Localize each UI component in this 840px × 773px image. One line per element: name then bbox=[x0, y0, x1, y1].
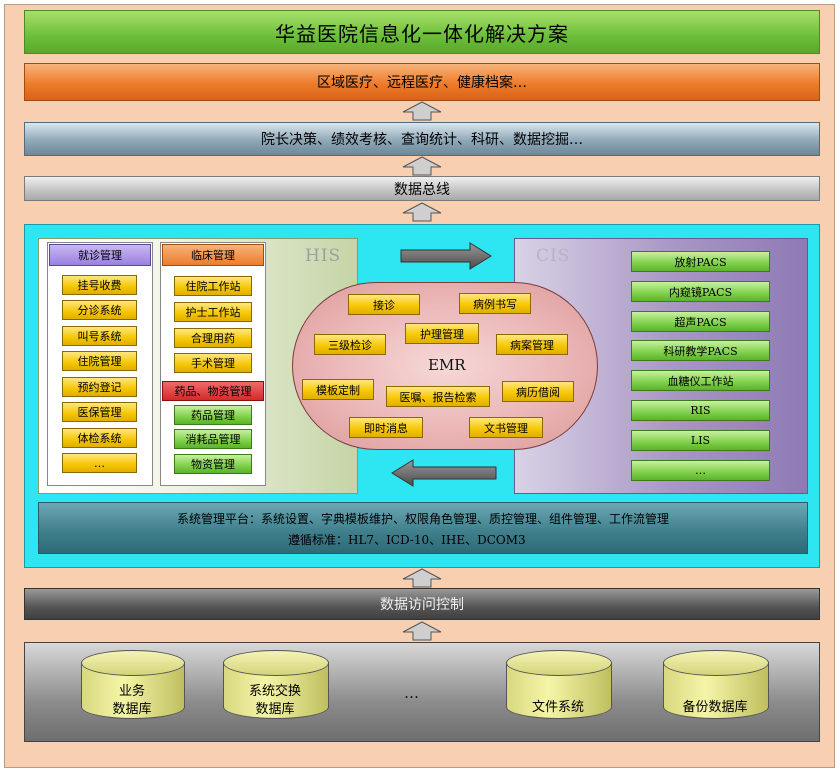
regional-layer: 区域医疗、远程医疗、健康档案… bbox=[24, 63, 820, 101]
system-management-platform bbox=[38, 502, 808, 554]
module-box: 护士工作站 bbox=[174, 302, 252, 322]
database-label: 数据库 bbox=[255, 702, 295, 717]
module-box: 血糖仪工作站 bbox=[631, 370, 770, 391]
module-box: LIS bbox=[631, 430, 770, 451]
module-box: 病例书写 bbox=[459, 293, 531, 314]
database-label: 备份数据库 bbox=[682, 700, 748, 715]
module-box: 护理管理 bbox=[405, 323, 479, 344]
module-box: 物资管理 bbox=[174, 454, 252, 474]
emr-label: EMR bbox=[428, 356, 466, 374]
arrow-left-icon bbox=[391, 459, 497, 487]
module-box: 分诊系统 bbox=[62, 300, 137, 320]
module-box: 三级检诊 bbox=[314, 334, 386, 355]
module-box: 病案管理 bbox=[496, 334, 568, 355]
module-box: 病历借阅 bbox=[502, 381, 574, 402]
data-bus: 数据总线 bbox=[24, 176, 820, 201]
module-box: 放射PACS bbox=[631, 251, 770, 272]
database-cylinder-backup: 备份数据库 bbox=[663, 650, 769, 722]
cis-label: CIS bbox=[536, 246, 571, 266]
module-box: 医保管理 bbox=[62, 402, 137, 422]
module-box: 模板定制 bbox=[302, 379, 374, 400]
arrow-up-icon bbox=[402, 568, 442, 588]
emr-ellipse bbox=[292, 282, 598, 450]
arrow-up-icon bbox=[402, 101, 442, 121]
module-box: 即时消息 bbox=[349, 417, 423, 438]
arrow-up-icon bbox=[402, 202, 442, 222]
clinical-management-header: 临床管理 bbox=[162, 244, 264, 266]
his-label: HIS bbox=[305, 246, 342, 266]
module-box: 住院管理 bbox=[62, 351, 137, 371]
database-label: 数据库 bbox=[112, 702, 152, 717]
decision-layer: 院长决策、绩效考核、查询统计、科研、数据挖掘… bbox=[24, 122, 820, 156]
visit-management-header: 就诊管理 bbox=[49, 244, 151, 266]
module-box: 挂号收费 bbox=[62, 275, 137, 295]
solution-title: 华益医院信息化一体化解决方案 bbox=[24, 10, 820, 54]
arrow-up-icon bbox=[402, 156, 442, 176]
module-box: 合理用药 bbox=[174, 328, 252, 348]
arrow-right-icon bbox=[400, 242, 492, 270]
module-box: 药品管理 bbox=[174, 405, 252, 425]
module-box: 体检系统 bbox=[62, 428, 137, 448]
drug-materials-header: 药品、物资管理 bbox=[162, 381, 264, 401]
module-box: 叫号系统 bbox=[62, 326, 137, 346]
module-box: 预约登记 bbox=[62, 377, 137, 397]
module-box: 科研教学PACS bbox=[631, 340, 770, 361]
database-label: 系统交换 bbox=[248, 684, 301, 699]
module-box: 住院工作站 bbox=[174, 276, 252, 296]
database-cylinder-file-system: 文件系统 bbox=[506, 650, 612, 722]
module-box: 内窥镜PACS bbox=[631, 281, 770, 302]
database-label: 文件系统 bbox=[531, 700, 584, 715]
module-box: RIS bbox=[631, 400, 770, 421]
data-access-control: 数据访问控制 bbox=[24, 588, 820, 620]
database-cylinder-business: 业务 数据库 bbox=[81, 650, 185, 722]
module-box: 超声PACS bbox=[631, 311, 770, 332]
module-box: 手术管理 bbox=[174, 353, 252, 373]
module-box: 医嘱、报告检索 bbox=[386, 386, 490, 407]
module-box: … bbox=[62, 453, 137, 473]
database-cylinder-exchange: 系统交换 数据库 bbox=[223, 650, 329, 722]
module-box: 文书管理 bbox=[469, 417, 543, 438]
system-platform-line: 系统管理平台：系统设置、字典模板维护、权限角色管理、质控管理、组件管理、工作流管… bbox=[176, 512, 669, 526]
module-box: 消耗品管理 bbox=[174, 429, 252, 449]
arrow-up-icon bbox=[402, 621, 442, 641]
database-ellipsis: … bbox=[404, 684, 419, 702]
standards-line: 遵循标准：HL7、ICD-10、IHE、DCOM3 bbox=[288, 533, 526, 547]
database-label: 业务 bbox=[118, 684, 145, 699]
module-box: 接诊 bbox=[348, 294, 420, 315]
module-box: … bbox=[631, 460, 770, 481]
